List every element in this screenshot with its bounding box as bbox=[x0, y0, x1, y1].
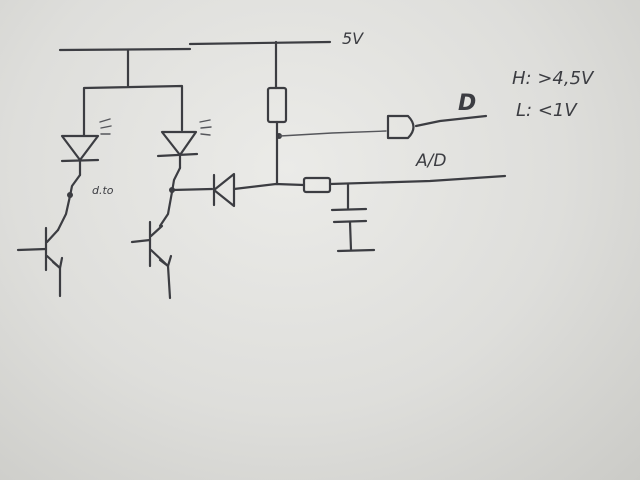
led-1 bbox=[60, 118, 112, 177]
sense-node-wire bbox=[232, 182, 306, 191]
transistor-1 bbox=[16, 226, 64, 298]
diode bbox=[212, 172, 236, 208]
pullup-resistor bbox=[266, 86, 288, 124]
led-2 bbox=[156, 119, 212, 170]
transistor-2 bbox=[130, 220, 173, 300]
diode-input-wire bbox=[170, 187, 214, 192]
high-threshold-label: H: >4,5V bbox=[512, 68, 595, 89]
led-1-to-transistor-wire bbox=[56, 173, 82, 232]
analog-output-wire bbox=[328, 174, 507, 186]
supply-rail bbox=[58, 40, 332, 52]
low-threshold-label: L: <1V bbox=[516, 100, 578, 121]
analog-output-label: A/D bbox=[415, 151, 446, 171]
junction-note: d.to bbox=[92, 184, 114, 197]
gate-input-wire bbox=[279, 130, 387, 137]
digital-output-label: D bbox=[458, 91, 476, 116]
led-2-light-rays bbox=[199, 119, 212, 136]
led-1-light-rays bbox=[99, 118, 112, 135]
supply-label: 5V bbox=[342, 29, 364, 48]
led-2-to-transistor-wire bbox=[158, 166, 182, 228]
junction-dot-3 bbox=[276, 133, 282, 139]
led-feed-wire bbox=[82, 48, 184, 137]
digital-output-wire bbox=[414, 114, 488, 128]
capacitor bbox=[330, 182, 376, 253]
logic-gate bbox=[386, 114, 415, 140]
series-resistor bbox=[302, 176, 332, 194]
